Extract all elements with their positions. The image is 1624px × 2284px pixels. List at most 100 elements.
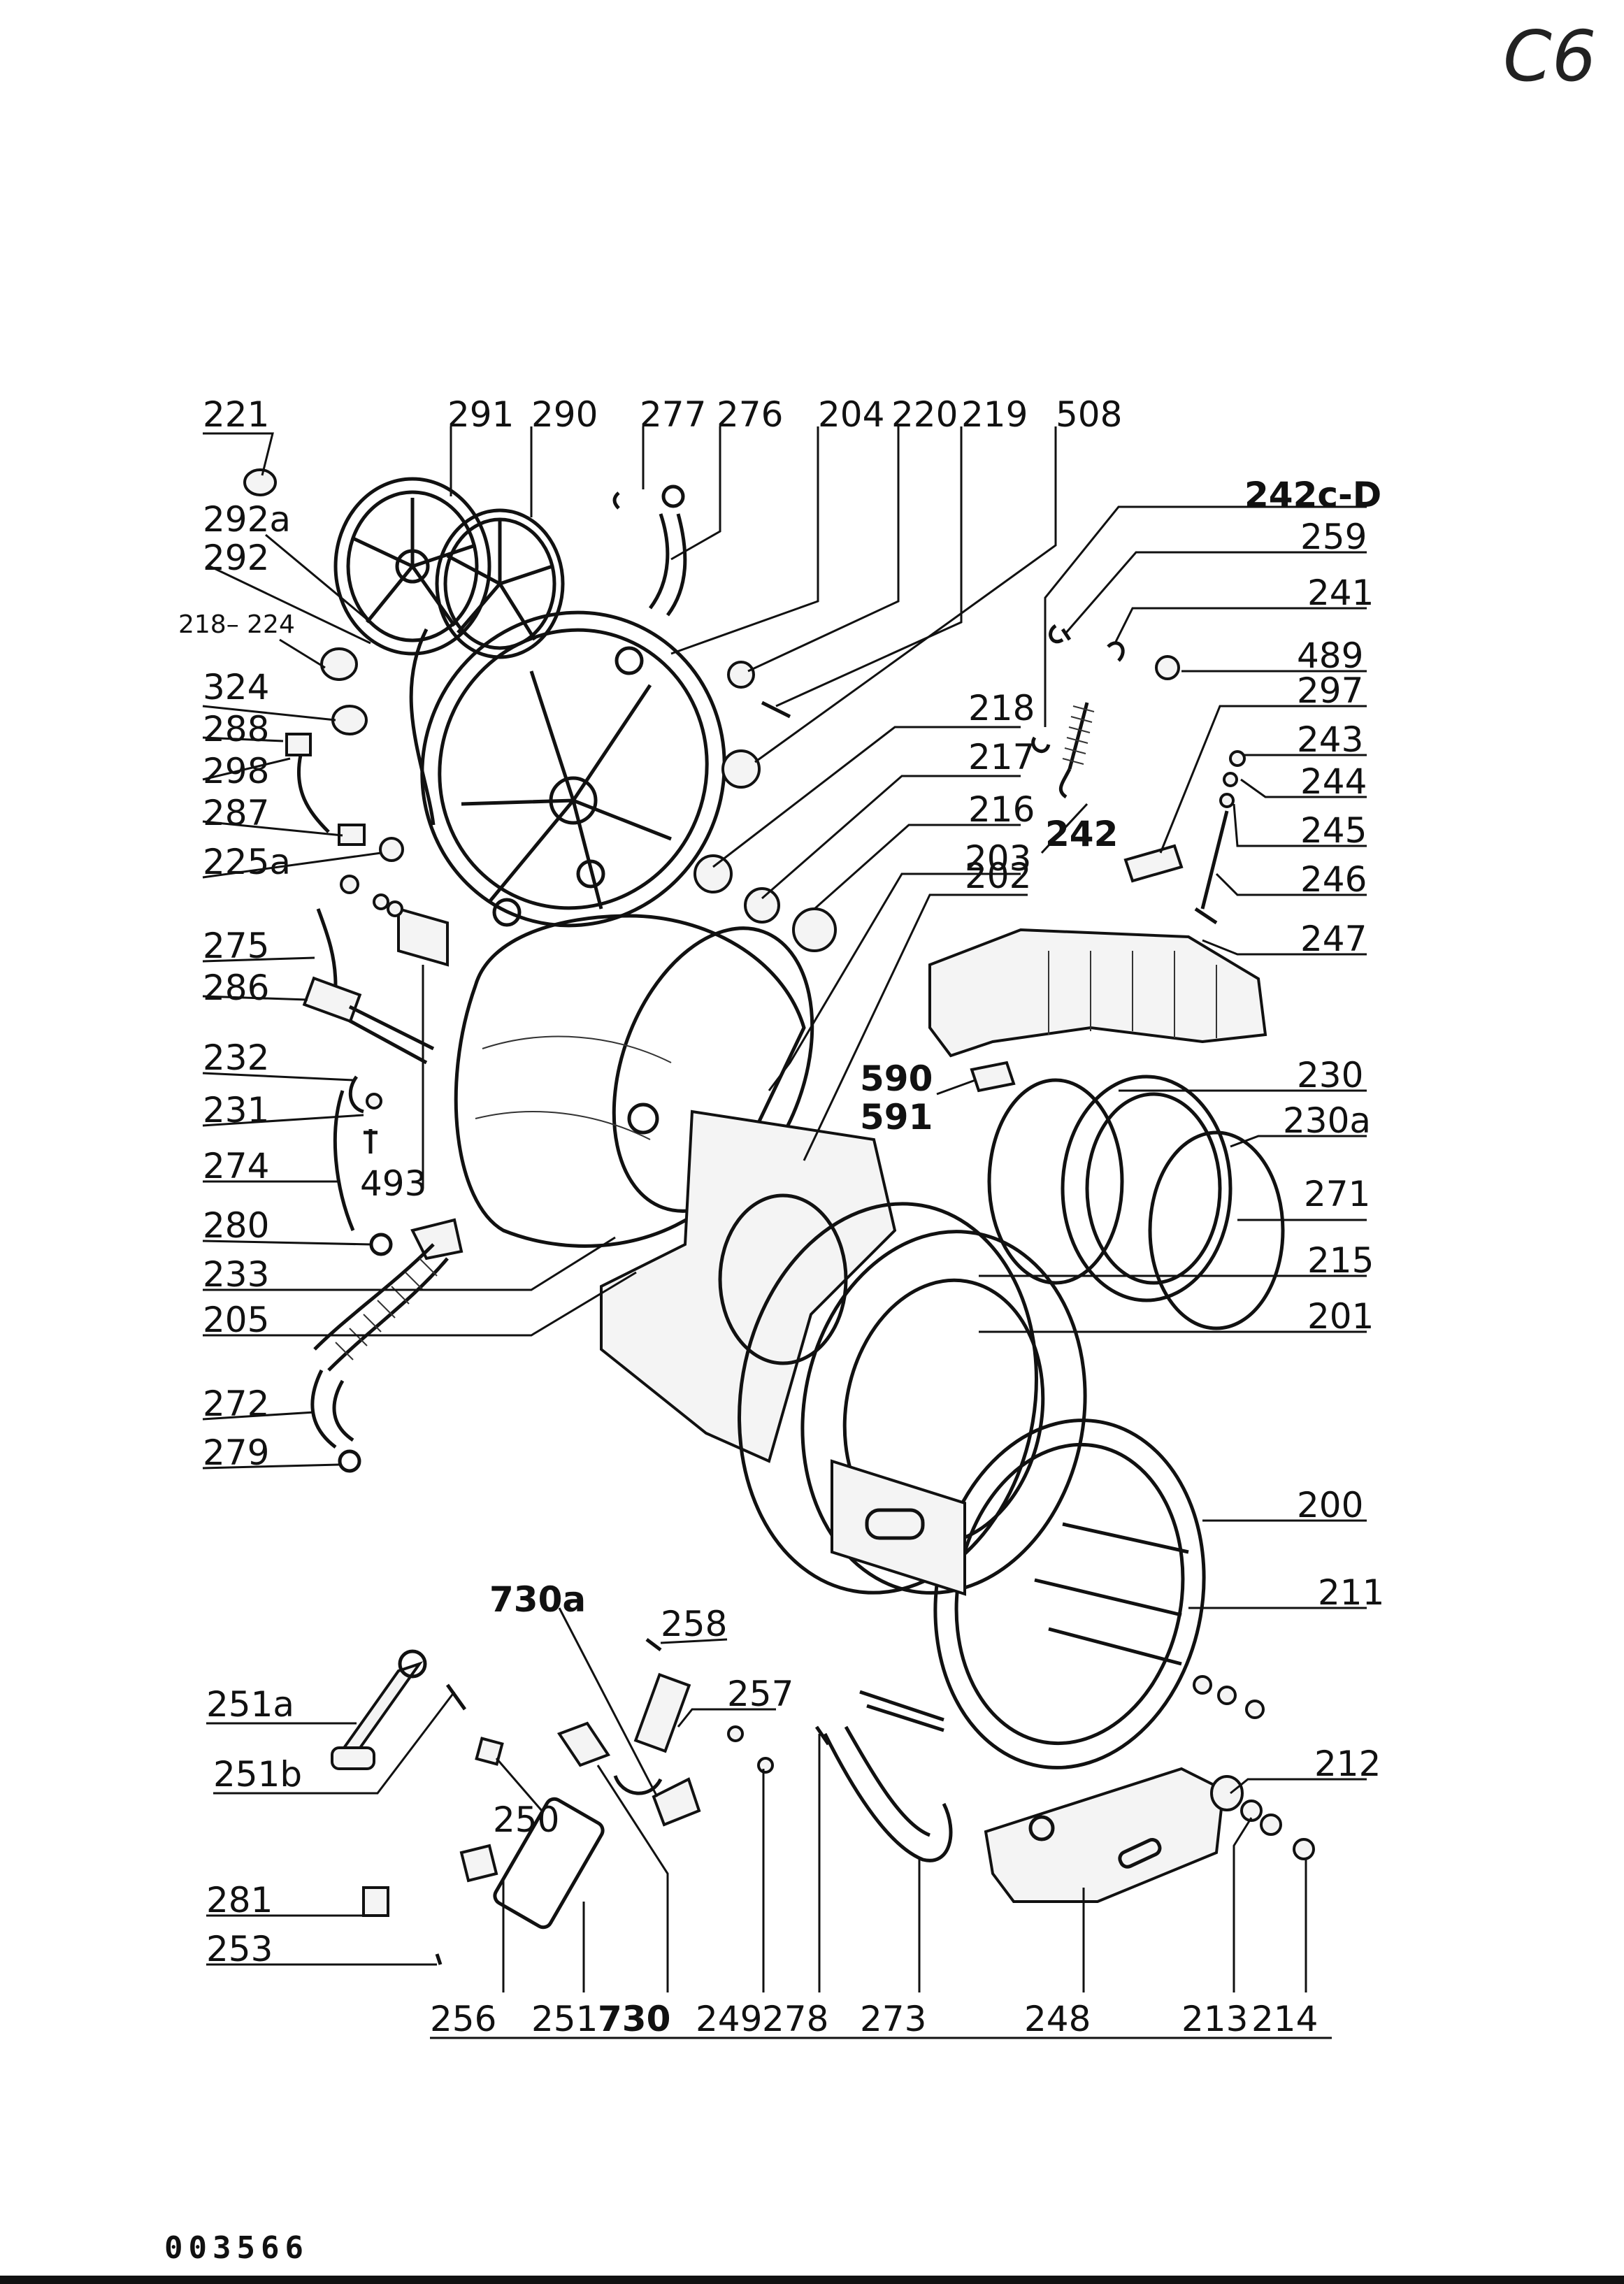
callout-212: 212 [1314, 1744, 1381, 1784]
leader-lines [202, 426, 1367, 1992]
part-489-knob [1155, 655, 1180, 680]
part-730-clip-right [652, 1777, 701, 1827]
callout-286: 286 [203, 968, 269, 1008]
callout-251b: 251b [213, 1754, 302, 1795]
callout-225a: 225a [203, 842, 291, 882]
callout-288: 288 [203, 709, 269, 749]
callout-251a: 251a [206, 1684, 294, 1725]
part-246-rod [1194, 810, 1229, 925]
part-251b [331, 1746, 375, 1770]
part-256 [459, 1844, 498, 1883]
callout-272: 272 [203, 1384, 269, 1424]
callout-213: 213 [1181, 1999, 1248, 2039]
part-275-wire [316, 908, 338, 986]
callout-220: 220 [891, 394, 958, 435]
callout-279: 279 [203, 1432, 269, 1473]
callout-730: 730 [598, 1999, 670, 2039]
callout-231: 231 [203, 1090, 269, 1130]
callout-217: 217 [968, 737, 1035, 777]
part-291-pulley [333, 477, 491, 656]
part-253-screw [435, 1953, 443, 1965]
part-220 [727, 661, 755, 689]
callout-324: 324 [203, 667, 269, 708]
callout-245: 245 [1300, 810, 1367, 851]
part-508-seal [721, 749, 761, 789]
part-243 [1229, 750, 1246, 767]
part-272-elbow [310, 1369, 354, 1449]
part-225a-small [340, 875, 359, 894]
callout-257: 257 [727, 1674, 793, 1714]
part-215-gasket [738, 1202, 1038, 1595]
part-287 [338, 824, 366, 846]
callout-242: 242 [1045, 814, 1118, 854]
part-273-hose [823, 1725, 953, 1862]
part-274-hose [333, 1090, 355, 1231]
callout-258: 258 [661, 1604, 727, 1644]
part-221-cap [243, 468, 277, 496]
callout-247: 247 [1300, 919, 1367, 959]
part-258-screw [645, 1638, 662, 1651]
part-257 [633, 1672, 691, 1753]
part-214-washer [1260, 1813, 1282, 1836]
callout-246: 246 [1300, 859, 1367, 900]
callout-253: 253 [206, 1929, 273, 1969]
part-273-stay [859, 1690, 944, 1732]
corner-mark: C6 [1503, 15, 1596, 97]
part-286-heater [302, 976, 435, 1065]
callout-250: 250 [493, 1800, 559, 1840]
callout-242c-d: 242c-D [1244, 475, 1381, 515]
callout-590: 590 [860, 1058, 933, 1099]
callout-287: 287 [203, 793, 269, 833]
callout-232: 232 [203, 1037, 269, 1078]
part-250 [475, 1737, 504, 1766]
part-241-hook [1107, 641, 1125, 662]
part-251b-screw [445, 1683, 467, 1711]
part-205-bellows [313, 1243, 449, 1372]
part-233 [410, 1218, 464, 1260]
part-251-seal [493, 1797, 605, 1930]
part-251a-handle [335, 1661, 424, 1758]
callout-278: 278 [762, 1999, 828, 2039]
callout-218-224: 218– 224 [178, 610, 295, 639]
part-218-224-bearing [320, 647, 358, 681]
part-230-ring [987, 1078, 1124, 1285]
callout-243: 243 [1297, 719, 1363, 760]
part-279-clamp [338, 1449, 361, 1473]
callout-204: 204 [818, 394, 884, 435]
callout-297: 297 [1297, 670, 1363, 711]
part-232 [348, 1075, 364, 1114]
callout-215: 215 [1307, 1240, 1374, 1281]
part-276-hose [648, 513, 687, 617]
part-249 [727, 1725, 744, 1742]
part-200-front-frame [831, 1418, 1206, 1769]
callout-256: 256 [430, 1999, 496, 2039]
callout-216: 216 [968, 789, 1035, 830]
callout-219: 219 [961, 394, 1028, 435]
part-212-washer [1210, 1775, 1244, 1811]
part-219-screw [761, 701, 791, 719]
part-278 [814, 1725, 831, 1746]
part-231 [366, 1093, 382, 1109]
callout-280: 280 [203, 1205, 269, 1246]
part-288-connector [285, 733, 312, 756]
part-213-washer [1240, 1800, 1263, 1822]
part-324 [331, 705, 368, 735]
part-590-plate [970, 1061, 1016, 1093]
part-245 [1219, 793, 1235, 808]
parts-drawing [243, 468, 1315, 1965]
callout-298: 298 [203, 751, 269, 791]
callout-248: 248 [1024, 1999, 1091, 2039]
part-280-clamp [369, 1233, 393, 1256]
callout-276: 276 [717, 394, 783, 435]
callout-214: 214 [1251, 1999, 1318, 2039]
callout-275: 275 [203, 926, 269, 966]
callout-202: 202 [965, 856, 1031, 896]
callout-201: 201 [1307, 1296, 1374, 1337]
part-292-belt [409, 628, 436, 826]
part-211-bolts [1034, 1522, 1189, 1666]
callout-591: 591 [860, 1097, 933, 1137]
part-730-clip-left [556, 1721, 611, 1767]
callout-221: 221 [203, 394, 269, 435]
part-493-bracket [397, 907, 449, 967]
part-231-screw [364, 1129, 378, 1154]
